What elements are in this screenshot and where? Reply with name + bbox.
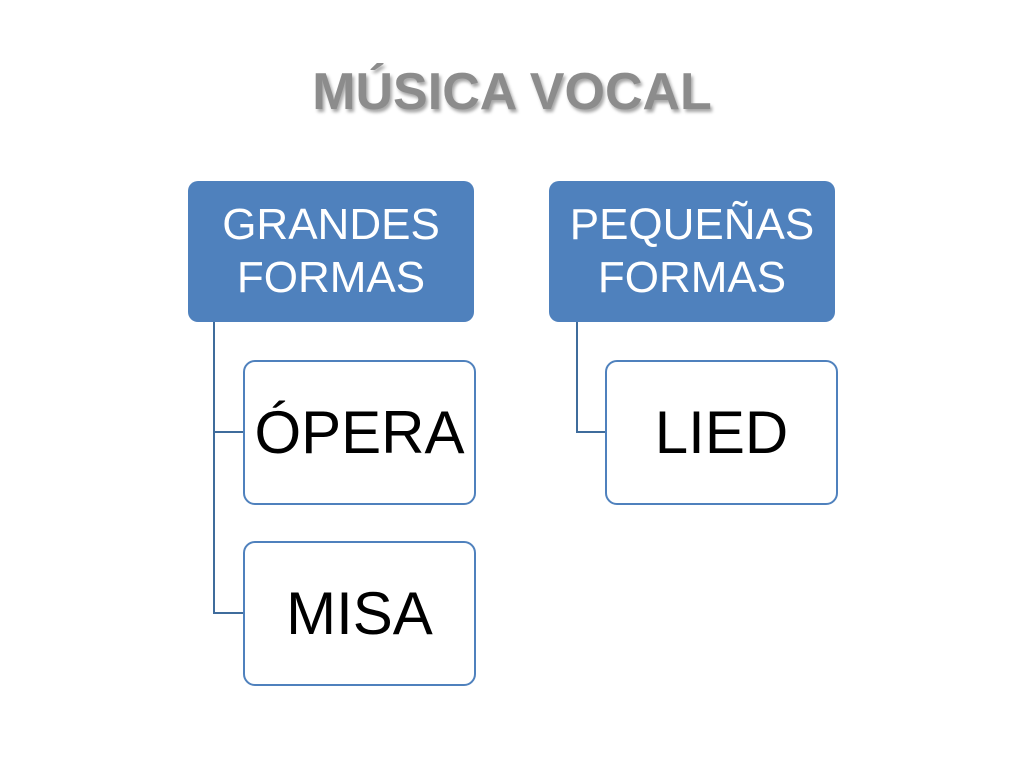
connector-pequenas-lied	[576, 322, 605, 433]
connector-grandes-misa	[213, 432, 243, 614]
connector-grandes-opera	[213, 322, 243, 433]
child-box-lied: LIED	[605, 360, 838, 505]
slide-title: MÚSICA VOCAL	[312, 63, 712, 121]
group-header-grandes-formas: GRANDES FORMAS	[188, 181, 474, 322]
group-header-pequenas-formas: PEQUEÑAS FORMAS	[549, 181, 835, 322]
child-box-opera: ÓPERA	[243, 360, 476, 505]
child-box-misa: MISA	[243, 541, 476, 686]
